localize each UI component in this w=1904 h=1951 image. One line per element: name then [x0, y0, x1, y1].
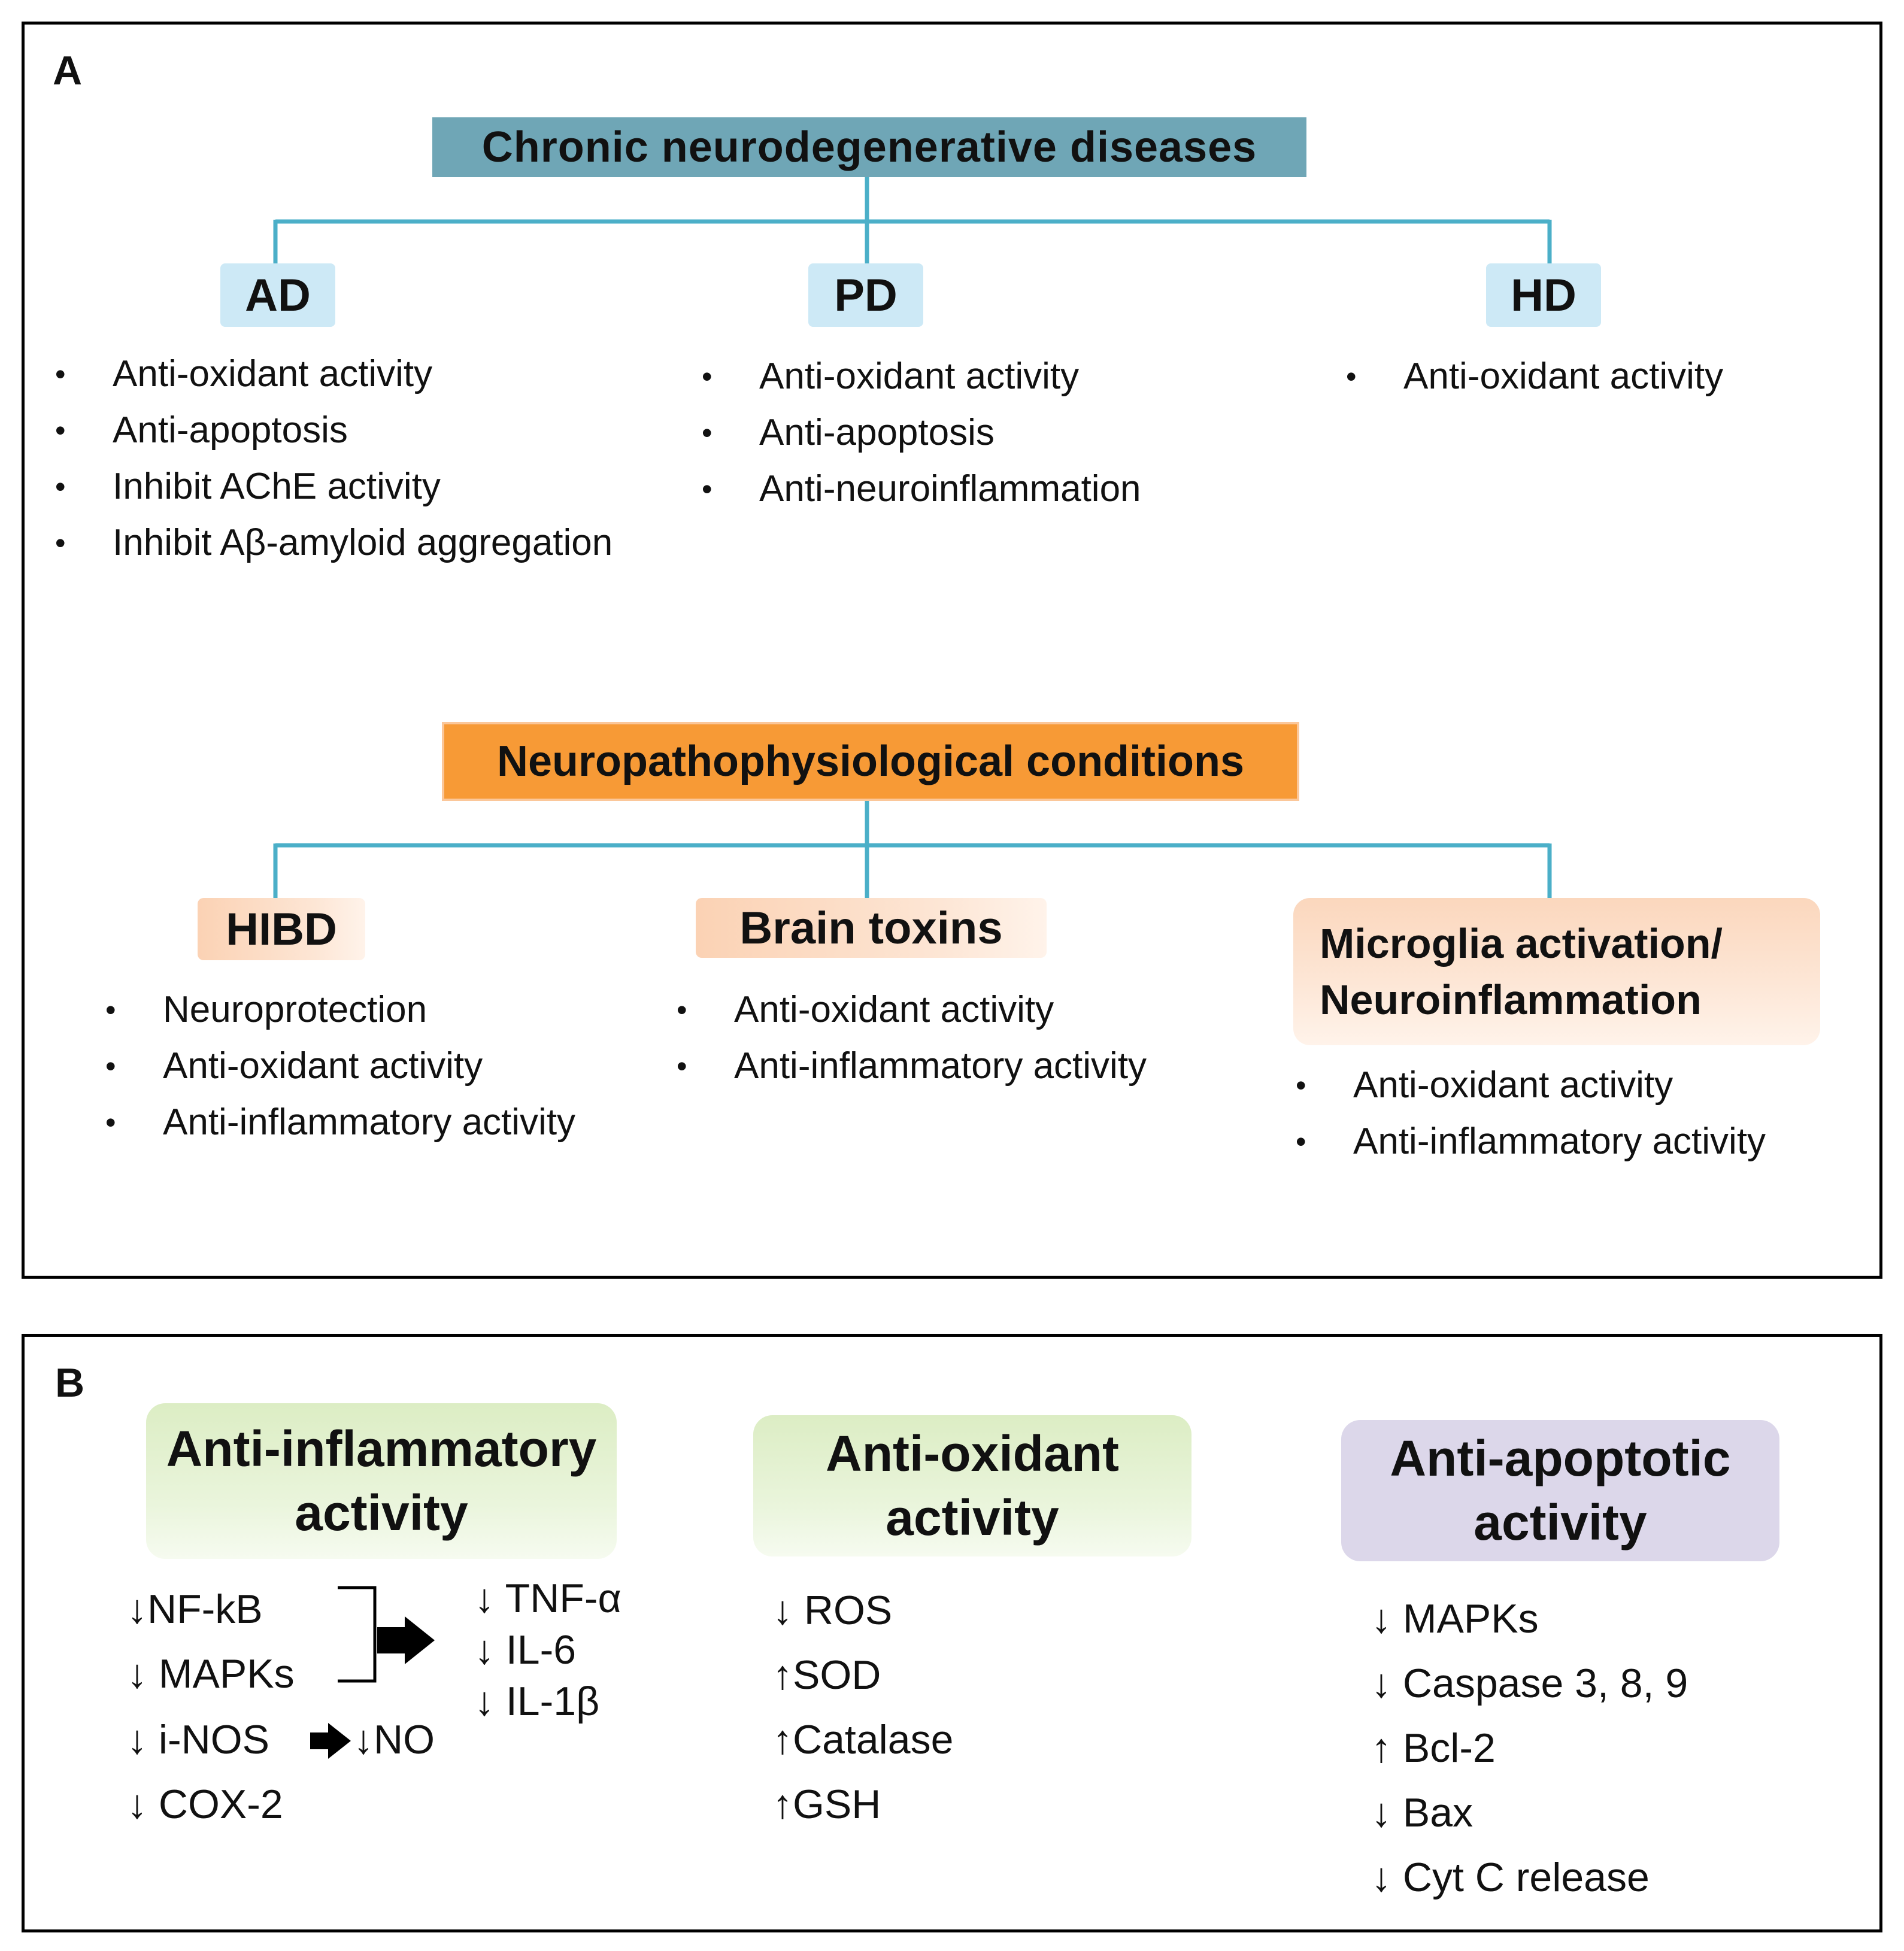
- bullet: •: [55, 414, 66, 447]
- inos-label: ↓ i-NOS: [127, 1717, 269, 1762]
- anti-oxidant-title-text: Anti-oxidant activity: [826, 1422, 1119, 1549]
- panel-b-label: B: [55, 1360, 85, 1406]
- bullet: •: [1346, 360, 1357, 393]
- list-item: ↓ Caspase 3, 8, 9: [1371, 1661, 1688, 1706]
- bullet: •: [677, 1049, 687, 1083]
- panel-a: [22, 22, 1882, 1279]
- list-item-text: Neuroprotection: [163, 989, 428, 1030]
- pd-label: PD: [808, 263, 923, 327]
- bracket-connector: [338, 1586, 377, 1683]
- bullet: •: [702, 416, 713, 450]
- list-item-text: Anti-oxidant activity: [163, 1045, 483, 1087]
- cox2-label: ↓ COX-2: [127, 1782, 283, 1827]
- hibd-label: HIBD: [198, 898, 365, 960]
- bullet: •: [55, 470, 66, 503]
- anti-inflammatory-title: Anti-inflammatory activity: [146, 1403, 617, 1559]
- list-item: ↓ Cyt C release: [1371, 1855, 1650, 1900]
- list-item: ↑GSH: [772, 1782, 881, 1827]
- list-item-text: Anti-neuroinflammation: [759, 468, 1141, 509]
- microglia-label-line2: Neuroinflammation: [1320, 976, 1702, 1023]
- list-item-text: Anti-oxidant activity: [759, 356, 1080, 397]
- bullet: •: [702, 472, 713, 506]
- anti-apoptotic-title-line2: activity: [1474, 1494, 1647, 1551]
- no-label: ↓NO: [353, 1717, 435, 1762]
- list-item-text: Anti-inflammatory activity: [734, 1045, 1147, 1087]
- list-item-text: Inhibit Aβ-amyloid aggregation: [113, 522, 613, 563]
- anti-inflammatory-title-text: Anti-inflammatory activity: [166, 1417, 597, 1545]
- anti-apoptotic-title-text: Anti-apoptotic activity: [1390, 1427, 1730, 1554]
- list-item-text: Anti-oxidant activity: [1403, 356, 1724, 397]
- bullet: •: [55, 526, 66, 560]
- anti-oxidant-title-line1: Anti-oxidant: [826, 1425, 1119, 1482]
- list-item: ↑Catalase: [772, 1717, 954, 1762]
- anti-inflammatory-title-line1: Anti-inflammatory: [166, 1421, 597, 1477]
- list-item-text: Anti-apoptosis: [759, 412, 995, 453]
- list-item-text: Anti-inflammatory activity: [1353, 1121, 1766, 1162]
- bracket-arrow: [377, 1616, 435, 1664]
- anti-apoptotic-title-line1: Anti-apoptotic: [1390, 1430, 1731, 1487]
- hd-label: HD: [1486, 263, 1601, 327]
- bullet: •: [105, 993, 116, 1027]
- chronic-diseases-title: Chronic neurodegenerative diseases: [432, 117, 1306, 177]
- inos-arrow: [310, 1723, 351, 1759]
- bullet: •: [677, 993, 687, 1027]
- list-item-text: Anti-oxidant activity: [734, 989, 1054, 1030]
- list-item-text: Anti-inflammatory activity: [163, 1102, 576, 1143]
- list-item: ↓ ROS: [772, 1588, 893, 1633]
- list-item: ↓ MAPKs: [1371, 1596, 1539, 1641]
- microglia-label-line1: Microglia activation/: [1320, 920, 1723, 967]
- microglia-label-text: Microglia activation/ Neuroinflammation: [1320, 915, 1723, 1028]
- list-item: ↑SOD: [772, 1652, 881, 1698]
- list-item-text: Anti-oxidant activity: [113, 353, 433, 395]
- nfkb-label: ↓NF-kB: [127, 1586, 263, 1632]
- neuropathophysiological-title: Neuropathophysiological conditions: [442, 722, 1299, 801]
- microglia-label: Microglia activation/ Neuroinflammation: [1293, 898, 1820, 1045]
- tnf-label: ↓ TNF-α: [474, 1576, 621, 1621]
- list-item-text: Anti-apoptosis: [113, 409, 348, 451]
- anti-apoptotic-list: ↓ MAPKs ↓ Caspase 3, 8, 9 ↑ Bcl-2 ↓ Bax …: [1371, 1586, 1688, 1910]
- mapks-label: ↓ MAPKs: [127, 1651, 295, 1697]
- anti-oxidant-list: ↓ ROS ↑SOD ↑Catalase ↑GSH: [772, 1578, 953, 1837]
- bullet: •: [1296, 1125, 1306, 1158]
- bullet: •: [55, 357, 66, 391]
- bullet: •: [702, 360, 713, 393]
- anti-inflammatory-title-line2: activity: [295, 1485, 468, 1541]
- list-item-text: Anti-oxidant activity: [1353, 1064, 1673, 1106]
- panel-a-label: A: [53, 48, 83, 93]
- anti-oxidant-title: Anti-oxidant activity: [753, 1415, 1191, 1556]
- bullet: •: [105, 1106, 116, 1139]
- il6-label: ↓ IL-6: [474, 1627, 577, 1673]
- list-item-text: Inhibit AChE activity: [113, 466, 441, 507]
- anti-apoptotic-title: Anti-apoptotic activity: [1341, 1420, 1779, 1561]
- bullet: •: [105, 1049, 116, 1083]
- il1b-label: ↓ IL-1β: [474, 1679, 600, 1724]
- list-item: ↓ Bax: [1371, 1790, 1474, 1835]
- ad-label: AD: [220, 263, 335, 327]
- brain-toxins-label: Brain toxins: [696, 898, 1047, 958]
- bullet: •: [1296, 1069, 1306, 1102]
- anti-oxidant-title-line2: activity: [886, 1489, 1059, 1546]
- list-item: ↑ Bcl-2: [1371, 1725, 1496, 1771]
